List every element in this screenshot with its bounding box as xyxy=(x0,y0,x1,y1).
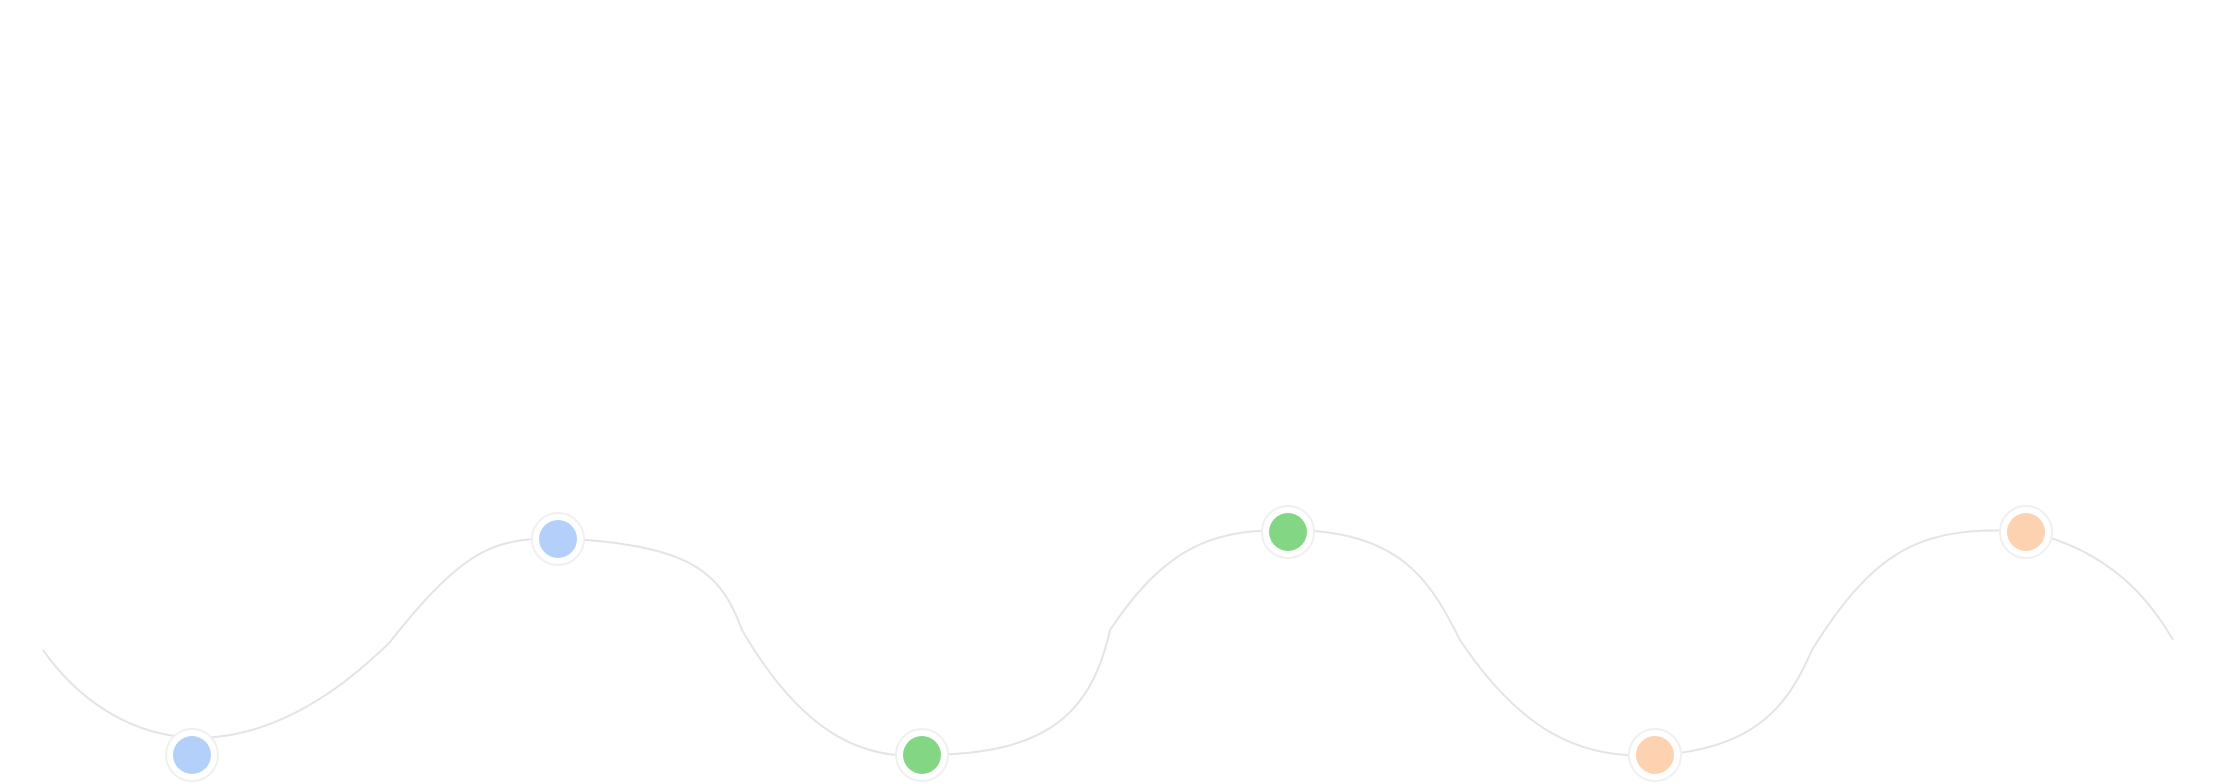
timeline-node-ring xyxy=(531,512,585,566)
timeline-node-dot xyxy=(539,520,577,558)
timeline-node-dot xyxy=(2007,513,2045,551)
timeline-node-dot xyxy=(173,736,211,774)
wave-connector-line xyxy=(42,528,2174,757)
timeline-node-dot xyxy=(903,736,941,774)
timeline-node-ring xyxy=(895,728,949,782)
timeline-node-ring xyxy=(165,728,219,782)
timeline-node-ring xyxy=(1261,505,1315,559)
timeline-node-1 xyxy=(165,728,219,782)
timeline-node-ring xyxy=(1628,728,1682,782)
timeline-node-5 xyxy=(1628,728,1682,782)
timeline-node-2 xyxy=(531,512,585,566)
timeline-node-dot xyxy=(1269,513,1307,551)
timeline-node-dot xyxy=(1636,736,1674,774)
timeline-node-3 xyxy=(895,728,949,782)
timeline-node-6 xyxy=(1999,505,2053,559)
timeline-node-4 xyxy=(1261,505,1315,559)
timeline-node-ring xyxy=(1999,505,2053,559)
timeline-nodes xyxy=(165,505,2053,782)
